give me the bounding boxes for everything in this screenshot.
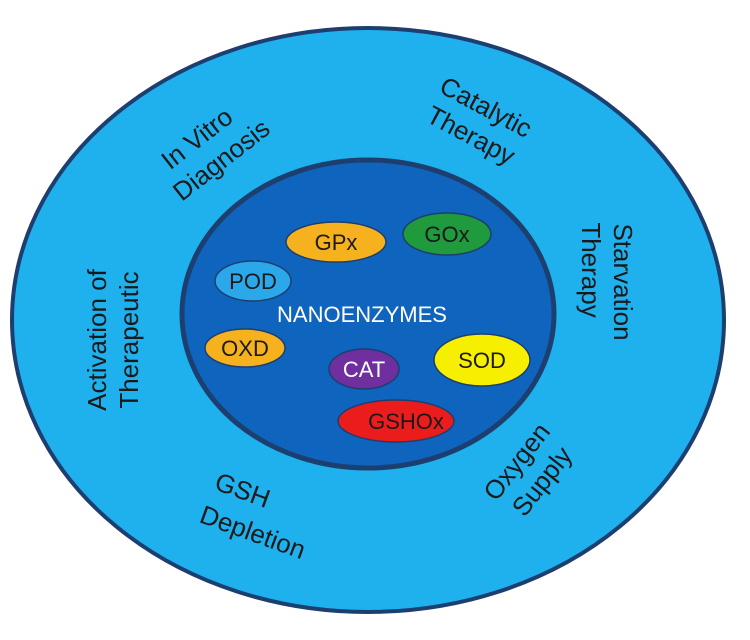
enzyme-sod-oval: [433, 333, 531, 387]
starvation-line-2: Therapy: [576, 222, 606, 317]
enzyme-cat: CAT: [328, 348, 400, 390]
enzyme-gpx-oval: [285, 221, 387, 263]
enzyme-oxd-label: OXD: [221, 336, 269, 361]
enzyme-sod-label: SOD: [458, 348, 506, 373]
enzyme-gpx: GPx: [285, 221, 387, 263]
enzyme-gshox: GSHOx: [337, 399, 455, 443]
enzyme-cat-label: CAT: [343, 357, 385, 382]
enzyme-oxd: OXD: [204, 328, 286, 368]
enzyme-cat-oval: [328, 348, 400, 390]
center-label: NANOENZYMES: [277, 302, 447, 327]
starvation-line-1: Starvation: [608, 223, 638, 340]
enzyme-pod-label: POD: [229, 269, 277, 294]
enzyme-gox-label: GOx: [424, 222, 469, 247]
enzyme-gpx-label: GPx: [315, 230, 358, 255]
enzyme-sod: SOD: [433, 333, 531, 387]
enzyme-oxd-oval: [204, 328, 286, 368]
label-activation-therapeutic: Activation of Therapeutic: [82, 268, 144, 410]
enzyme-gshox-oval: [337, 399, 455, 443]
enzyme-gshox-label: GSHOx: [368, 409, 444, 434]
enzyme-pod: POD: [214, 260, 292, 302]
label-starvation-therapy: Starvation Therapy: [576, 222, 638, 340]
enzyme-pod-oval: [214, 260, 292, 302]
enzyme-gox: GOx: [402, 212, 492, 256]
activation-line-2: Therapeutic: [114, 271, 144, 408]
activation-line-1: Activation of: [82, 268, 112, 410]
enzyme-gox-oval: [402, 212, 492, 256]
